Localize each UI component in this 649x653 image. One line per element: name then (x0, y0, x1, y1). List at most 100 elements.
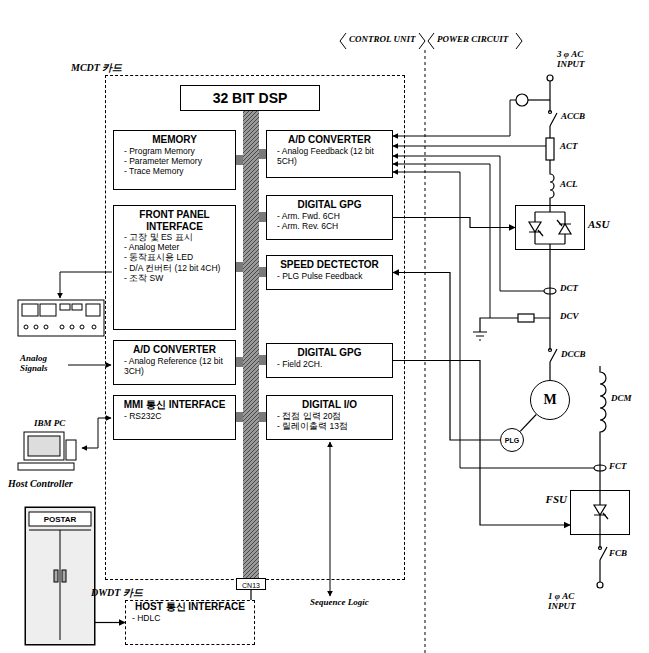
pc-icon (24, 432, 64, 460)
header-bracket (516, 33, 522, 49)
host-cabinet: Host ControllerPOSTAR (25, 507, 95, 645)
data-bus (259, 355, 266, 365)
part-label: FCB (609, 549, 627, 559)
divider-line (425, 50, 426, 653)
node-text: - 동작표시용 LED (118, 252, 231, 262)
section-title: POWER CIRCUIT (437, 35, 519, 45)
front-panel-icon (18, 300, 104, 336)
part-label: ACCB (561, 112, 585, 122)
power-wire (594, 490, 608, 535)
node-text: POSTAR (30, 514, 90, 526)
power-wire (597, 582, 603, 588)
node-text: - Analog Feedback (12 bit 5CH) (271, 146, 388, 166)
header-bracket (419, 33, 425, 49)
card-frame: DWDT 카드HOST 통신 INTERFACE- HDLC (125, 600, 255, 645)
connector (393, 273, 500, 441)
power-wire (599, 547, 602, 550)
front-panel-icon (22, 304, 38, 316)
node-title: MCDT 카드 (71, 61, 122, 75)
power-wire (547, 75, 553, 81)
converter-box: ASU (515, 205, 585, 250)
front-panel-icon (60, 304, 70, 310)
node-text: - 조작 SW (118, 273, 231, 283)
part-label: 3 φ AC INPUT (557, 50, 601, 70)
front-panel-icon (34, 325, 38, 329)
part-label: DCT (560, 284, 578, 294)
power-wire (550, 160, 554, 205)
node-title: DIGITAL GPG (271, 347, 388, 359)
power-wire (594, 465, 606, 471)
connector-box: CN13 (236, 578, 266, 590)
power-wire (550, 349, 557, 380)
node-title: ASU (588, 218, 609, 230)
module-box: FRONT PANEL INTERFACE- 고장 및 ES 표시- Analo… (113, 205, 236, 330)
node-title: SPEED DECTECTOR (271, 259, 388, 271)
power-wire (600, 547, 607, 582)
pc-icon (18, 463, 74, 470)
part-label: DCCB (561, 350, 586, 360)
front-panel-icon (18, 300, 104, 336)
node-title: 32 BIT DSP (185, 89, 315, 107)
node-text: - Trace Memory (118, 166, 231, 176)
part-label: ACL (560, 180, 578, 190)
node-text: - RS232C (118, 411, 231, 421)
motor-circle: M (530, 380, 570, 420)
part-label: FCT (609, 462, 627, 472)
front-panel-icon (72, 304, 82, 310)
module-box: A/D CONVERTER- Analog Feedback (12 bit 5… (266, 130, 393, 178)
node-title: A/D CONVERTER (271, 134, 388, 146)
data-bus (259, 267, 266, 277)
signal-arrow (82, 418, 111, 448)
node-title: PLG (505, 437, 519, 444)
node-text: - PLG Pulse Feedback (271, 271, 388, 281)
node-title: MMI 통신 INTERFACE (118, 399, 231, 411)
data-bus (236, 262, 243, 272)
connector (250, 590, 251, 600)
feedback-arrow (393, 164, 490, 318)
power-wire (516, 94, 528, 106)
power-wire (550, 113, 557, 126)
data-bus (243, 110, 259, 578)
node-text: - Program Memory (118, 146, 231, 156)
data-bus (259, 412, 266, 422)
node-text: - Arm. Rev. 6CH (271, 221, 388, 231)
processor-box: 32 BIT DSP (180, 85, 320, 111)
front-panel-icon (70, 325, 74, 329)
power-wire (529, 222, 543, 236)
connector (393, 218, 515, 228)
module-box: MEMORY- Program Memory- Parameter Memory… (113, 130, 236, 190)
host-cabinet (25, 507, 95, 645)
connector (520, 415, 536, 432)
front-panel-icon (92, 325, 96, 329)
power-wire (549, 349, 552, 352)
converter-box: FSU (570, 490, 630, 535)
pc-icon (66, 440, 76, 460)
node-text: - Analog Meter (118, 242, 231, 252)
module-box: MMI 통신 INTERFACE- RS232C (113, 395, 236, 440)
data-bus (259, 149, 266, 159)
node-text: - Analog Reference (12 bit 3CH) (118, 356, 231, 376)
power-wire (549, 250, 550, 350)
divider-line (425, 50, 426, 653)
node-text: - 고장 및 ES 표시 (118, 232, 231, 242)
power-wire (549, 126, 550, 138)
node-text: - D/A 컨버터 (12 bit 4CH) (118, 263, 231, 273)
signal-arrow (330, 442, 331, 596)
feedback-arrow (393, 100, 594, 468)
header-bracket (428, 33, 434, 49)
node-title: FRONT PANEL INTERFACE (118, 209, 231, 232)
node-text: - HDLC (126, 613, 254, 623)
node-title: DWDT 카드 (91, 586, 143, 600)
host-cabinet (25, 507, 95, 645)
data-bus (259, 212, 266, 222)
header-bracket (340, 33, 522, 49)
node-title: A/D CONVERTER (118, 344, 231, 356)
node-text: - Parameter Memory (118, 156, 231, 166)
data-bus (236, 155, 243, 165)
module-box: SPEED DECTECTOR- PLG Pulse Feedback (266, 255, 393, 290)
node-title: DIGITAL I/O (271, 399, 388, 411)
